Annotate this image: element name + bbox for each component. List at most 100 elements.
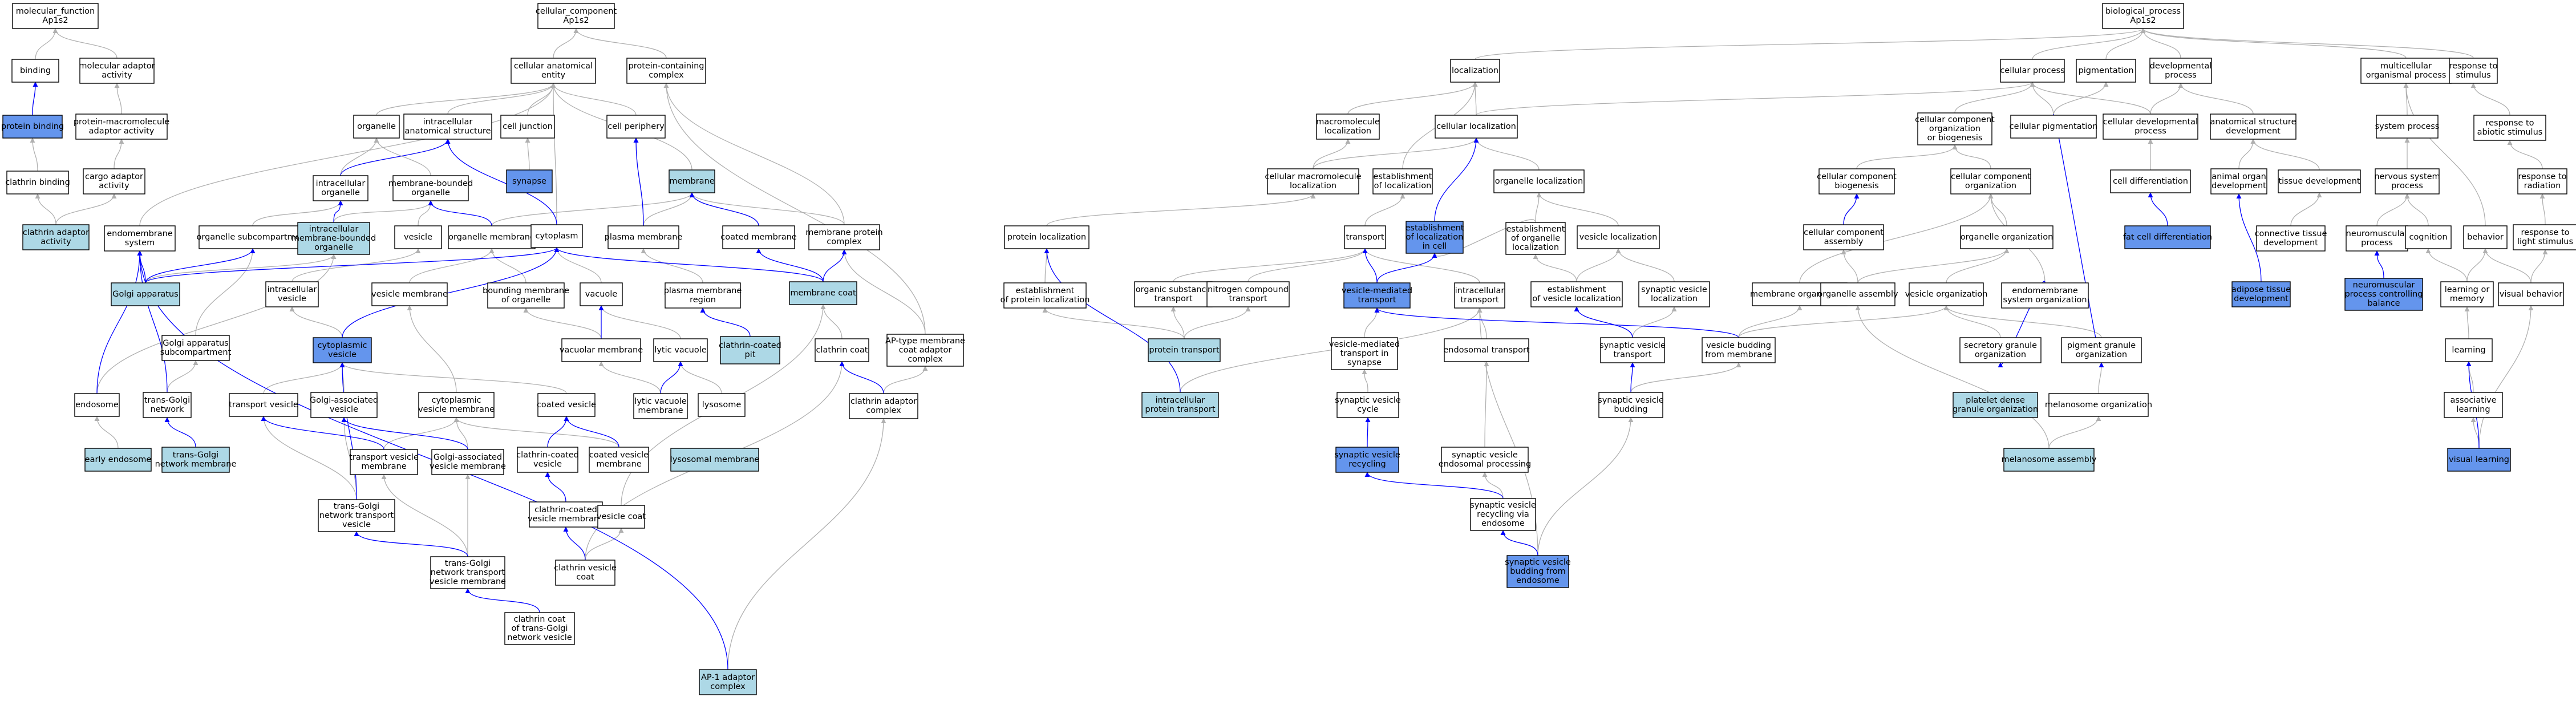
node-organelle[interactable]: organelle: [353, 115, 400, 139]
node-localization[interactable]: localization: [1450, 59, 1500, 83]
node-pigmentation[interactable]: pigmentation: [2076, 59, 2136, 83]
node-learning[interactable]: learning: [2445, 338, 2493, 362]
node-fat-cell[interactable]: fat cell differentiation: [2123, 225, 2212, 249]
node-org-assembly[interactable]: organelle assembly: [1817, 282, 1898, 306]
node-system-process[interactable]: system process: [2375, 115, 2440, 139]
node-melano-assembly[interactable]: melanosome assembly: [2002, 448, 2097, 472]
node-visual-behavior[interactable]: visual behavior: [2498, 282, 2564, 306]
node-cell-pig[interactable]: cellular pigmentation: [2010, 115, 2098, 139]
node-ves-org[interactable]: vesicle organization: [1905, 282, 1988, 306]
node-vac-membrane[interactable]: vacuolar membrane: [560, 338, 643, 362]
node-behavior[interactable]: behavior: [2463, 225, 2508, 249]
node-vacuole[interactable]: vacuole: [580, 282, 623, 306]
node-lytic-vac[interactable]: lytic vacuole: [653, 338, 708, 362]
node-melano-org[interactable]: melanosome organization: [2045, 393, 2152, 417]
node-golgi[interactable]: Golgi apparatus: [111, 282, 180, 306]
node-membrane[interactable]: membrane: [669, 169, 715, 193]
node-cognition[interactable]: cognition: [2405, 225, 2452, 249]
node-org-subcomp[interactable]: organelle subcompartment: [197, 225, 309, 249]
node-clathrin-binding[interactable]: clathrin binding: [5, 171, 70, 195]
node-protein-loc[interactable]: protein localization: [1004, 225, 1089, 249]
node-vesicle-membrane[interactable]: vesicle membrane: [371, 282, 448, 306]
node-cell-diff[interactable]: cell differentiation: [2110, 169, 2191, 193]
node-visual-learning[interactable]: visual learning: [2447, 448, 2511, 472]
node-transport[interactable]: transport: [1344, 225, 1386, 249]
node-protein-transport[interactable]: protein transport: [1148, 338, 1221, 362]
node-cell-junction[interactable]: cell junction: [500, 115, 555, 139]
node-synapse[interactable]: synapse: [506, 169, 553, 193]
node-cytoplasm[interactable]: cytoplasm: [530, 224, 583, 248]
node-clathrin-coat[interactable]: clathrin coat: [815, 338, 869, 362]
node-tissue-dev[interactable]: tissue development: [2278, 169, 2361, 193]
node-cell-process[interactable]: cellular process: [2000, 59, 2065, 83]
